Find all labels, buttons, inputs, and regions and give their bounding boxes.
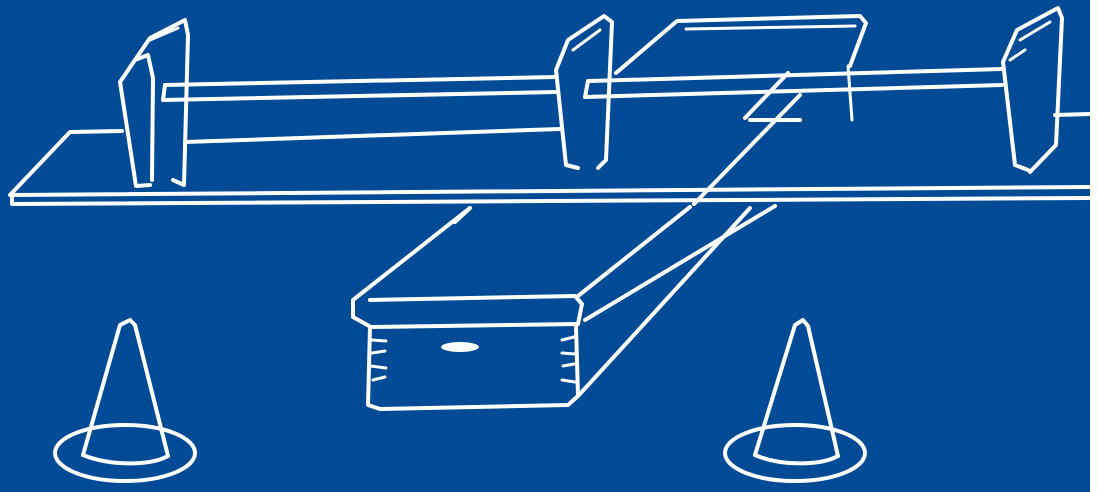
right-margin bbox=[1090, 0, 1098, 492]
